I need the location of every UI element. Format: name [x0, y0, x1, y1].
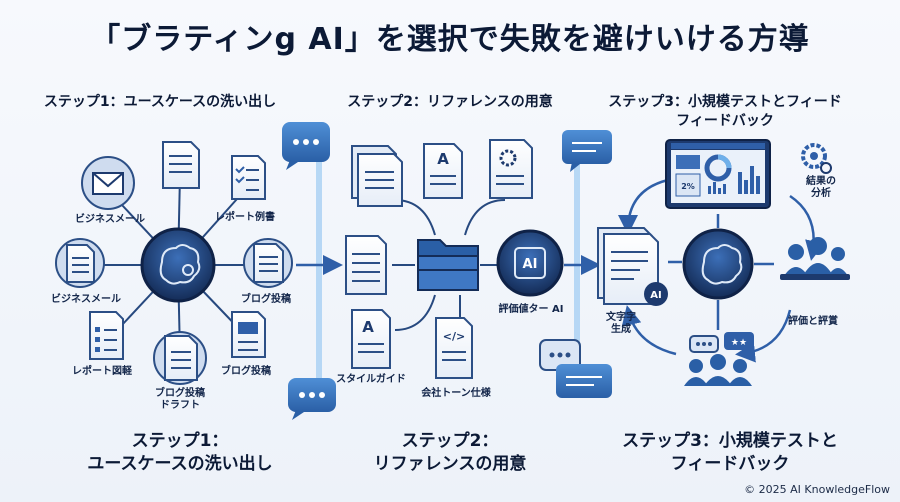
ai-chip-icon: AI	[496, 229, 564, 297]
step3-header: ステップ3：小規模テストとフィード フィードバック	[595, 93, 855, 131]
analysis-gear-icon	[801, 143, 832, 174]
flow-connector-1	[282, 122, 343, 420]
label-blog-draft: ブログ投稿 ドラフト	[140, 388, 220, 412]
message-bubble-icon	[562, 130, 612, 164]
label-text-gen-line2: 生成	[611, 324, 631, 335]
percent-readout: 2%	[681, 182, 695, 191]
brain-hub-icon	[682, 228, 754, 300]
text-document-icon: A	[423, 143, 463, 199]
label-eval-ai: 評価値ター AI	[498, 304, 564, 315]
step1-footer-line1: ステップ1：	[131, 431, 229, 451]
step2-footer: ステップ2： リファレンスの用意	[340, 430, 560, 476]
label-blog-post-2: ブログ投稿	[221, 366, 271, 377]
label-eval-review: 評価と評賞	[788, 316, 838, 327]
label-report-example: レポート例書	[215, 212, 275, 223]
feedback-group-icon: ★★	[684, 332, 754, 386]
label-business-mail-1: ビジネスメール	[75, 214, 145, 225]
step2-footer-line1: ステップ2：	[401, 431, 499, 451]
step3-footer-line2: フィードバック	[670, 454, 790, 474]
step1-cluster	[55, 141, 293, 385]
document-icon-report	[162, 141, 200, 189]
label-report-chart: レポート図軽	[72, 366, 132, 377]
step2-cluster: A AI	[345, 139, 564, 379]
step3-footer: ステップ3：小規模テストと フィードバック	[600, 430, 860, 476]
letter-a-glyph-2: A	[362, 318, 374, 336]
step1-footer-line2: ユースケースの洗い出し	[87, 454, 273, 474]
step2-header: ステップ2：リファレンスの用意	[330, 93, 570, 112]
label-text-gen-line1: 文字字	[606, 312, 636, 323]
label-style-guide: スタイルガイド	[336, 374, 406, 385]
code-glyph: </>	[443, 330, 465, 343]
step1-header: ステップ1：ユースケースの洗い出し	[40, 93, 280, 112]
step2-header-text: ステップ2：リファレンスの用意	[347, 94, 553, 110]
label-blog-draft-line1: ブログ投稿	[155, 388, 205, 399]
document-icon-left	[55, 238, 105, 288]
label-tone-spec: 会社トーン仕様	[421, 388, 491, 399]
label-business-mail-2: ビジネスメール	[51, 294, 121, 305]
checklist-icon	[231, 155, 266, 200]
document-icon-mid	[345, 235, 387, 295]
label-blog-post-1: ブログ投稿	[241, 294, 291, 305]
document-icon-blog	[243, 238, 293, 288]
label-blog-draft-line2: ドラフト	[160, 400, 200, 411]
folder-icon	[417, 239, 479, 291]
label-results: 結果の 分析	[796, 176, 846, 200]
step3-header-line1: ステップ3：小規模テストとフィード	[608, 94, 842, 110]
flow-connector-2	[539, 130, 612, 398]
team-group-icon	[780, 237, 850, 280]
document-stack-icon	[351, 145, 403, 207]
brain-gear-icon	[140, 227, 216, 303]
document-icon-draft	[153, 331, 207, 385]
generated-document-icon: AI	[597, 227, 668, 306]
code-document-icon: </>	[435, 317, 473, 379]
step3-cluster: 2% AI	[597, 139, 850, 386]
page-title: 「ブラティンg AI」を選択で失敗を避けいける方導	[90, 22, 810, 57]
star-rating: ★★	[731, 338, 747, 348]
dashboard-monitor-icon: 2%	[665, 139, 771, 209]
label-text-gen: 文字字 生成	[596, 312, 646, 336]
step1-header-text: ステップ1：ユースケースの洗い出し	[43, 94, 277, 110]
step3-header-line2: フィードバック	[676, 113, 774, 129]
label-results-line1: 結果の	[806, 176, 836, 187]
style-guide-icon: A	[351, 309, 391, 369]
label-results-line2: 分析	[811, 188, 831, 199]
checklist-icon-2	[89, 311, 124, 360]
step1-footer: ステップ1： ユースケースの洗い出し	[60, 430, 300, 476]
step3-footer-line1: ステップ3：小規模テストと	[622, 431, 838, 451]
step2-footer-line2: リファレンスの用意	[373, 454, 527, 474]
document-icon-blog-2	[231, 311, 266, 358]
ai-badge-label: AI	[650, 290, 661, 301]
ai-chip-label: AI	[523, 257, 538, 272]
copyright-text: © 2025 AI KnowledgeFlow	[744, 483, 890, 496]
settings-document-icon	[489, 139, 533, 199]
letter-a-glyph: A	[437, 150, 449, 168]
message-bubble-icon-2	[556, 364, 612, 398]
